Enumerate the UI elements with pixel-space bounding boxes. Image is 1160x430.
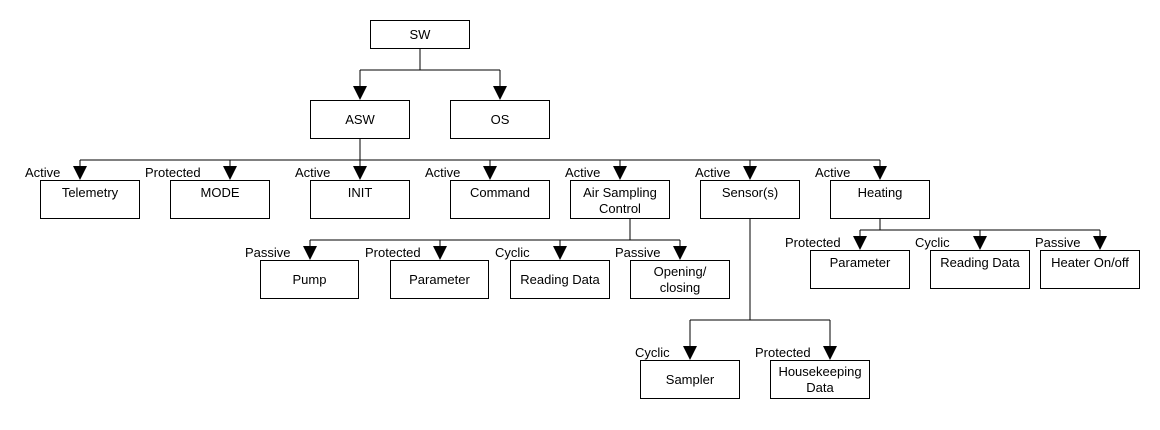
edge-label-heater: Passive — [1035, 235, 1081, 250]
arrow-head — [553, 246, 567, 260]
edge-label-sensors: Active — [695, 165, 731, 180]
node-opening-closing: Opening/ closing — [630, 260, 730, 299]
node-telemetry: Telemetry — [40, 180, 140, 219]
arrow-head — [73, 166, 87, 180]
node-housekeeping-data: Housekeeping Data — [770, 360, 870, 399]
arrow-head — [483, 166, 497, 180]
node-label: Sensor(s) — [721, 185, 779, 200]
edge-label-command: Active — [425, 165, 461, 180]
node-label: Command — [470, 185, 530, 200]
node-label-line-2: closing — [659, 279, 701, 295]
node-label: Pump — [292, 271, 327, 287]
edge-label-sampler: Cyclic — [635, 345, 670, 360]
node-label-line-1: Opening/ — [653, 263, 707, 279]
node-sensors: Sensor(s) — [700, 180, 800, 219]
arrow-head — [683, 346, 697, 360]
node-label-line-2: Control — [599, 201, 641, 216]
edge-label-mode: Protected — [145, 165, 201, 180]
arrow-head — [973, 236, 987, 250]
edge-label-air-sampling: Active — [565, 165, 601, 180]
node-reading-data-heat: Reading Data — [930, 250, 1030, 289]
node-label: Heating — [857, 185, 903, 200]
arrow-head — [303, 246, 317, 260]
node-pump: Pump — [260, 260, 359, 299]
node-label: Parameter — [409, 271, 470, 287]
node-label: ASW — [345, 111, 375, 127]
node-label: Sampler — [665, 371, 715, 387]
node-heater-on-off: Heater On/off — [1040, 250, 1140, 289]
node-init: INIT — [310, 180, 410, 219]
node-command: Command — [450, 180, 550, 219]
node-label: SW — [409, 26, 431, 42]
node-label: Parameter — [829, 255, 891, 270]
node-sampler: Sampler — [640, 360, 740, 399]
edge-label-telemetry: Active — [25, 165, 61, 180]
arrow-head — [433, 246, 447, 260]
arrow-head — [673, 246, 687, 260]
node-label-line-2: Data — [806, 379, 834, 395]
node-air-sampling-control: Air Sampling Control — [570, 180, 670, 219]
edge-label-pump: Passive — [245, 245, 291, 260]
node-heating: Heating — [830, 180, 930, 219]
edge-label-parameter-air: Protected — [365, 245, 421, 260]
arrow-head — [743, 166, 757, 180]
arrow-head — [873, 166, 887, 180]
arrow-head — [223, 166, 237, 180]
node-label: Telemetry — [61, 185, 119, 200]
edge-label-reading-heat: Cyclic — [915, 235, 950, 250]
edge-label-reading-air: Cyclic — [495, 245, 530, 260]
node-os: OS — [450, 100, 550, 139]
node-mode: MODE — [170, 180, 270, 219]
arrow-head — [853, 236, 867, 250]
node-label-line-1: Air Sampling — [583, 185, 657, 200]
arrow-head — [1093, 236, 1107, 250]
node-label: MODE — [200, 185, 240, 200]
edge-label-parameter-heat: Protected — [785, 235, 841, 250]
edge-label-housekeeping: Protected — [755, 345, 811, 360]
arrow-head — [823, 346, 837, 360]
node-reading-data-air: Reading Data — [510, 260, 610, 299]
node-sw: SW — [370, 20, 470, 49]
node-label: INIT — [347, 185, 373, 200]
arrow-head — [353, 86, 367, 100]
arrow-head — [613, 166, 627, 180]
arrow-head — [353, 166, 367, 180]
arrow-head — [493, 86, 507, 100]
node-parameter-heat: Parameter — [810, 250, 910, 289]
node-label-line-1: Housekeeping — [778, 363, 862, 379]
edge-label-heating: Active — [815, 165, 851, 180]
node-label: Reading Data — [940, 255, 1020, 270]
edge-label-opening: Passive — [615, 245, 661, 260]
node-label: Heater On/off — [1051, 255, 1129, 270]
node-label: OS — [490, 111, 510, 127]
node-parameter-air: Parameter — [390, 260, 489, 299]
edge-label-init: Active — [295, 165, 331, 180]
node-label: Reading Data — [520, 271, 600, 287]
node-asw: ASW — [310, 100, 410, 139]
